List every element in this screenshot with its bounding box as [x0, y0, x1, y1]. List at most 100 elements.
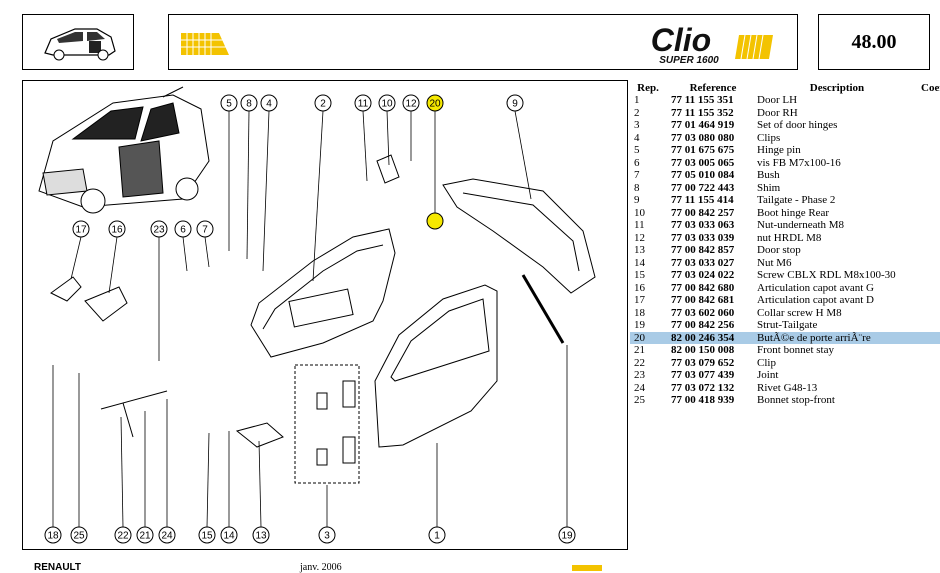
cell-description: Door stop [757, 244, 801, 257]
callout-6[interactable]: 6 [174, 220, 192, 238]
cell-reference: 77 03 079 652 [671, 356, 735, 369]
logo-text: Clio [651, 22, 711, 58]
table-row[interactable]: 877 00 722 443Shim1 [630, 182, 940, 195]
callout-23[interactable]: 23 [150, 220, 168, 238]
col-reference: Reference [689, 81, 737, 94]
callout-16[interactable]: 16 [108, 220, 126, 238]
parts-table: Rep. Reference Description Coef 177 11 1… [630, 81, 940, 407]
cell-rep: 22 [634, 356, 645, 369]
cell-reference: 77 05 010 084 [671, 169, 735, 182]
cell-rep: 5 [634, 144, 640, 157]
cell-coef: 4 [917, 307, 940, 320]
callout-22[interactable]: 22 [114, 526, 132, 544]
cell-coef: 2 [917, 394, 940, 407]
parts-list: Rep. Reference Description Coef 177 11 1… [630, 81, 940, 407]
callout-label: 22 [117, 531, 129, 542]
cell-reference: 77 00 842 257 [671, 206, 735, 219]
callout-5[interactable]: 5 [220, 94, 238, 112]
cell-rep: 19 [634, 319, 645, 332]
cell-rep: 14 [634, 256, 645, 269]
cell-rep: 3 [634, 119, 640, 132]
callout-14[interactable]: 14 [220, 526, 238, 544]
callout-17[interactable]: 17 [72, 220, 90, 238]
cell-rep: 17 [634, 294, 645, 307]
cell-description: Strut-Tailgate [757, 319, 818, 332]
callout-15[interactable]: 15 [198, 526, 216, 544]
cell-rep: 24 [634, 381, 645, 394]
cell-rep: 7 [634, 169, 640, 182]
callout-8[interactable]: 8 [240, 94, 258, 112]
callout-20[interactable]: 20 [426, 94, 444, 112]
logo-subtext: SUPER 1600 [659, 55, 719, 66]
callout-4[interactable]: 4 [260, 94, 278, 112]
callout-label: 14 [223, 531, 235, 542]
header-banner: Clio SUPER 1600 [168, 14, 798, 70]
cell-reference: 77 00 842 681 [671, 294, 735, 307]
cell-reference: 82 00 150 008 [671, 344, 735, 357]
callout-11[interactable]: 11 [354, 94, 372, 112]
callout-label: 17 [75, 225, 87, 236]
callout-label: 2 [320, 99, 326, 110]
callout-24[interactable]: 24 [158, 526, 176, 544]
callout-7[interactable]: 7 [196, 220, 214, 238]
callout-label: 19 [561, 531, 573, 542]
callout-2[interactable]: 2 [314, 94, 332, 112]
cell-description: Articulation capot avant G [757, 281, 874, 294]
cell-description: Clips [757, 131, 781, 144]
callout-label: 15 [201, 531, 213, 542]
cell-coef: 2 [917, 269, 940, 282]
callout-label: 6 [180, 225, 186, 236]
callout-21[interactable]: 21 [136, 526, 154, 544]
callout-1[interactable]: 1 [428, 526, 446, 544]
cell-description: Rivet G48-13 [757, 381, 818, 394]
callout-25[interactable]: 25 [70, 526, 88, 544]
cell-rep: 25 [634, 394, 645, 407]
cell-coef: 1 [917, 357, 940, 370]
callout-3[interactable]: 3 [318, 526, 336, 544]
table-row[interactable]: 477 03 080 080Clips4 [630, 132, 940, 145]
cell-rep: 23 [634, 369, 645, 382]
leader-line-4 [262, 110, 270, 272]
page-number: 48.00 [851, 30, 897, 53]
leader-line-2 [312, 110, 324, 282]
callout-18[interactable]: 18 [44, 526, 62, 544]
cell-coef: 2 [917, 331, 940, 344]
callout-label: 3 [324, 531, 330, 542]
leader-line-11 [362, 110, 368, 182]
callout-label: 13 [255, 531, 267, 542]
cell-description: Hinge pin [757, 144, 801, 157]
cell-reference: 82 00 246 354 [662, 331, 755, 344]
callout-9[interactable]: 9 [506, 94, 524, 112]
callout-12[interactable]: 12 [402, 94, 420, 112]
callout-19[interactable]: 19 [558, 526, 576, 544]
cell-rep: 18 [634, 306, 645, 319]
cell-coef: 4 [917, 257, 940, 270]
callout-13[interactable]: 13 [252, 526, 270, 544]
cell-description: Set of door hinges [757, 119, 838, 132]
callout-10[interactable]: 10 [378, 94, 396, 112]
cell-coef: 1 [917, 194, 940, 207]
